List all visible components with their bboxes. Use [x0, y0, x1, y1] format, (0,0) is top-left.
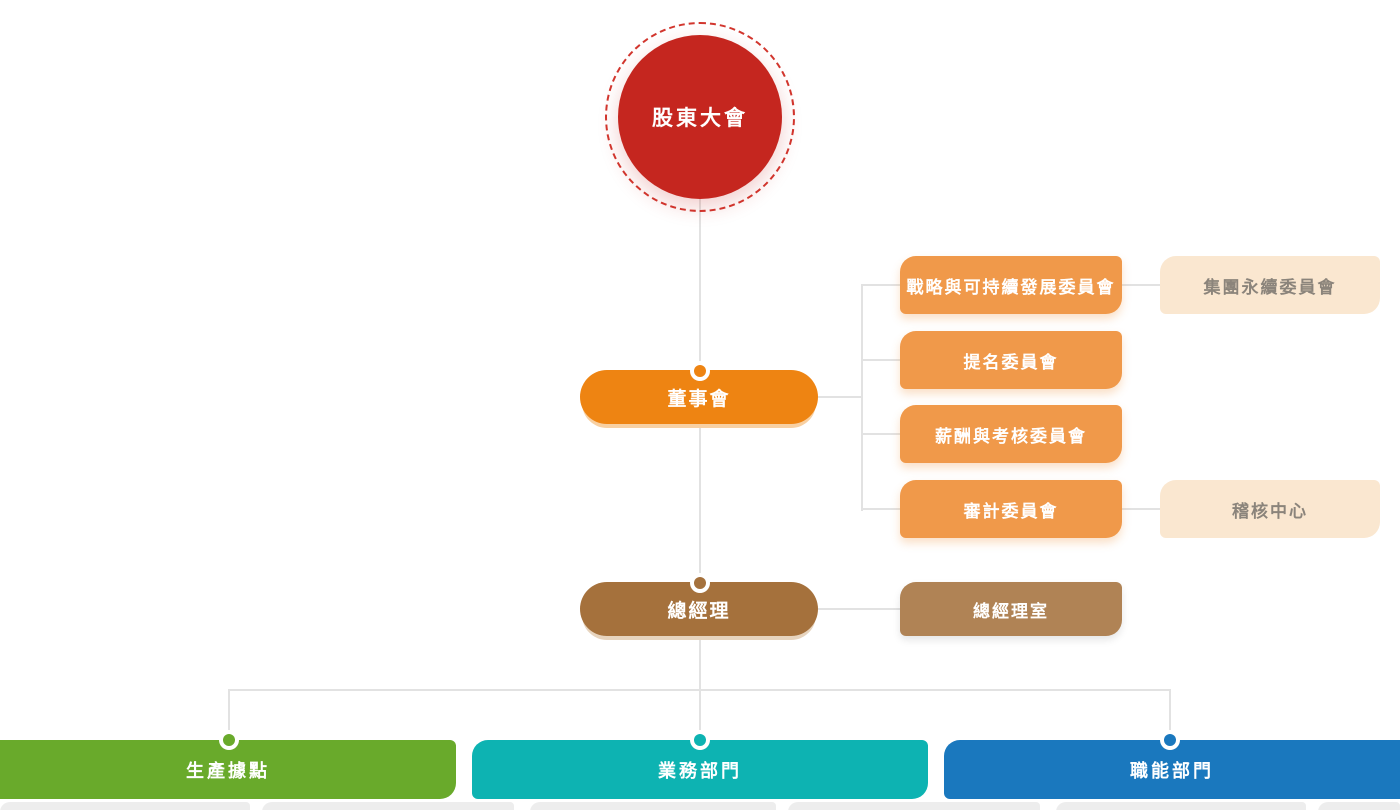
connector-board-branch [818, 396, 862, 398]
next-level-box-cutoff [0, 802, 250, 810]
production-connector-node-icon [219, 730, 239, 750]
subunit-box-group-sustainability: 集團永續委員會 [1160, 256, 1380, 314]
connector-stub-committee-1 [861, 284, 902, 286]
connector-shareholders-board [699, 199, 701, 371]
committee-strategy-label: 戰略與可持續發展委員會 [906, 277, 1116, 298]
connector-gm-office [818, 608, 900, 610]
connector-stub-committee-4 [861, 508, 902, 510]
next-level-box-cutoff [1318, 802, 1400, 810]
department-business-label: 業務部門 [658, 760, 742, 782]
committee-box-strategy: 戰略與可持續發展委員會 [900, 256, 1122, 314]
connector-committee1-subunit [1122, 284, 1160, 286]
general-manager-label: 總經理 [667, 599, 731, 622]
business-connector-node-icon [690, 730, 710, 750]
subunit-audit-center-label: 稽核中心 [1232, 501, 1308, 522]
next-level-box-cutoff [530, 802, 776, 810]
connector-stub-committee-3 [861, 433, 902, 435]
next-level-box-cutoff [1056, 802, 1306, 810]
gm-connector-node-icon [690, 573, 710, 593]
next-level-box-cutoff [788, 802, 1040, 810]
next-level-box-cutoff [262, 802, 514, 810]
connector-committee-trunk [861, 284, 863, 511]
shareholders-dashed-ring [605, 22, 795, 212]
committee-box-nomination: 提名委員會 [900, 331, 1122, 389]
connector-drop-blue [1169, 689, 1171, 740]
committee-box-audit: 審計委員會 [900, 480, 1122, 538]
connector-drop-green [228, 689, 230, 740]
shareholders-meeting-node: 股東大會 [618, 35, 782, 199]
committee-audit-label: 審計委員會 [963, 501, 1059, 522]
gm-office-label: 總經理室 [973, 601, 1049, 622]
functional-connector-node-icon [1160, 730, 1180, 750]
department-bar-functional: 職能部門 [944, 740, 1400, 799]
connector-board-gm [699, 424, 701, 582]
connector-stub-committee-2 [861, 359, 902, 361]
shareholders-meeting-label: 股東大會 [652, 106, 748, 130]
committee-nomination-label: 提名委員會 [963, 352, 1059, 373]
connector-gm-down [699, 636, 701, 690]
committee-remuneration-label: 薪酬與考核委員會 [935, 426, 1087, 447]
connector-committee4-subunit [1122, 508, 1160, 510]
connector-drop-teal [699, 689, 701, 740]
department-production-label: 生產據點 [186, 760, 270, 782]
subunit-group-sustainability-label: 集團永續委員會 [1203, 277, 1337, 298]
board-connector-node-icon [690, 361, 710, 381]
subunit-box-audit-center: 稽核中心 [1160, 480, 1380, 538]
gm-office-box: 總經理室 [900, 582, 1122, 636]
department-functional-label: 職能部門 [1130, 760, 1214, 782]
committee-box-remuneration: 薪酬與考核委員會 [900, 405, 1122, 463]
board-label: 董事會 [667, 387, 731, 410]
